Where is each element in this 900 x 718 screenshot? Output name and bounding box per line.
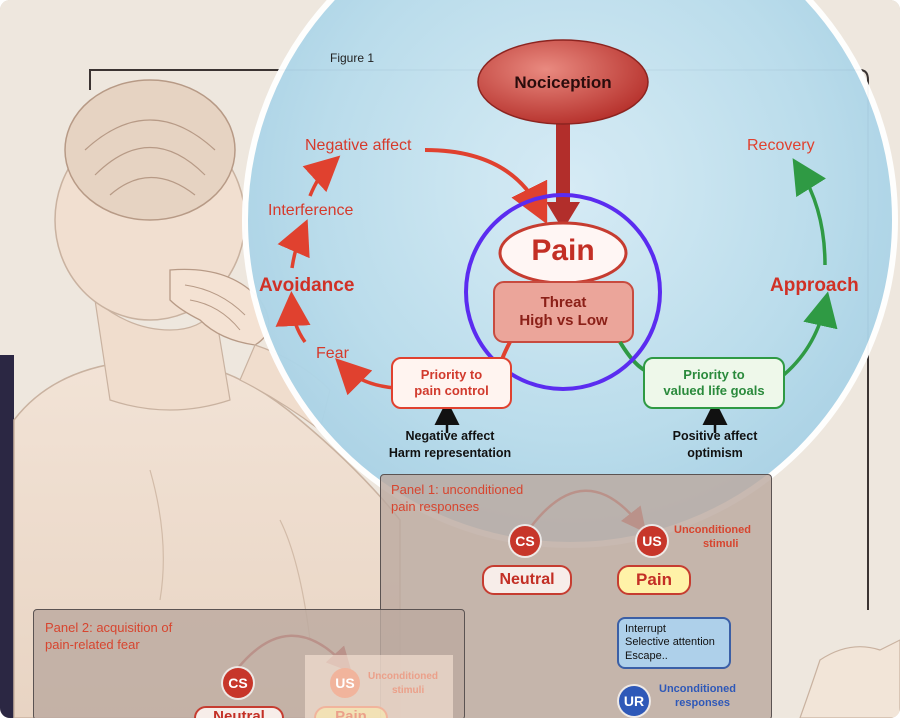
panel2-pain-pill: Pain xyxy=(314,706,388,718)
panel1-ur-label-line1: Unconditioned xyxy=(659,684,736,695)
avoidance-label: Avoidance xyxy=(259,276,354,295)
panel2-us-node: US xyxy=(330,668,360,698)
panel2-us-label-line1: Unconditioned xyxy=(368,672,438,682)
panel1-cs-node: CS xyxy=(510,526,540,556)
recovery-label: Recovery xyxy=(747,138,815,154)
panel1-ur-box: Interrupt Selective attention Escape.. xyxy=(617,617,731,669)
fear-label: Fear xyxy=(316,346,349,362)
priority-pain-control-box: Priority to pain control xyxy=(391,357,512,409)
threat-box: Threat High vs Low xyxy=(494,282,633,342)
panel1-us-label-line1: Unconditioned xyxy=(674,525,751,536)
panel2-us-label-line2: stimuli xyxy=(392,686,424,696)
priority-pain-line2: pain control xyxy=(414,383,488,399)
approach-label: Approach xyxy=(770,276,859,295)
panel1-ur-label-line2: responses xyxy=(675,698,730,709)
panel1-neutral-pill: Neutral xyxy=(482,565,572,595)
right-note-line2: optimism xyxy=(645,447,785,460)
panel1-pain-pill: Pain xyxy=(617,565,691,595)
panel2-title-line1: Panel 2: acquisition of xyxy=(45,620,172,636)
dark-left-band xyxy=(0,355,14,718)
negative-affect-label: Negative affect xyxy=(305,138,411,154)
left-note-line2: Harm representation xyxy=(370,447,530,460)
nociception-label: Nociception xyxy=(500,74,626,91)
panel1-title-line2: pain responses xyxy=(391,499,479,515)
panel2-neutral-pill: Neutral xyxy=(194,706,284,718)
panel1-ur-box-line3: Escape.. xyxy=(625,650,668,663)
panel1-us-label-line2: stimuli xyxy=(703,539,738,550)
panel1-ur-box-line2: Selective attention xyxy=(625,636,715,649)
panel2-title-line2: pain-related fear xyxy=(45,637,140,653)
figure-caption: Figure 1 xyxy=(330,52,374,64)
panel1-us-node: US xyxy=(637,526,667,556)
priority-life-goals-box: Priority to valued life goals xyxy=(643,357,785,409)
panel2-cs-node: CS xyxy=(223,668,253,698)
left-note-line1: Negative affect xyxy=(380,430,520,443)
panel1-ur-box-line1: Interrupt xyxy=(625,623,666,636)
priority-goals-line1: Priority to xyxy=(683,367,744,383)
priority-pain-line1: Priority to xyxy=(421,367,482,383)
threat-line1: Threat xyxy=(541,294,587,312)
panel1-ur-node: UR xyxy=(619,686,649,716)
panel1-title-line1: Panel 1: unconditioned xyxy=(391,482,523,498)
right-note-line1: Positive affect xyxy=(645,430,785,443)
threat-line2: High vs Low xyxy=(519,312,607,330)
priority-goals-line2: valued life goals xyxy=(663,383,764,399)
pain-label: Pain xyxy=(500,236,626,266)
interference-label: Interference xyxy=(268,203,353,219)
